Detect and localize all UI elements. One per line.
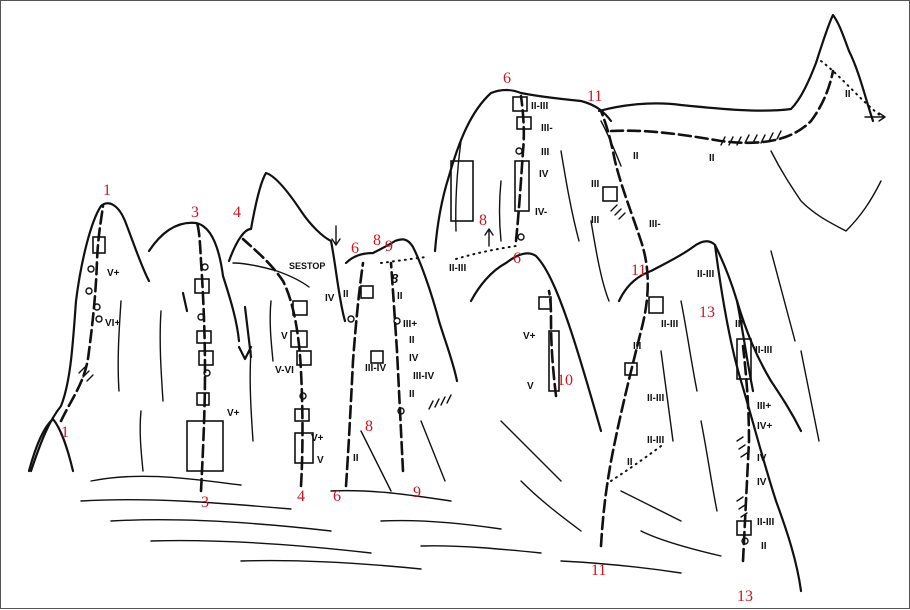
arrow-8-icon	[485, 229, 493, 246]
label-9-bottom: 9	[413, 484, 421, 501]
label-3-bottom: 3	[201, 494, 209, 511]
label-6-ledge: 6	[513, 250, 521, 267]
route-dotted-2	[611, 446, 661, 481]
route-dotted-3	[821, 61, 881, 116]
grade: III+	[403, 319, 417, 330]
ground-line-1	[91, 476, 241, 485]
grade: IV	[409, 353, 419, 364]
label-1-bottom: 1	[61, 424, 69, 441]
arrow-down-small-icon	[183, 293, 187, 311]
route-11-line	[601, 111, 648, 546]
grade: IV-	[535, 207, 547, 218]
grade: II	[627, 457, 633, 468]
label-8-arrow: 8	[479, 212, 487, 229]
grade: II-III	[661, 319, 678, 330]
arrow-right-icon	[865, 113, 885, 121]
ground-line-2	[81, 500, 291, 509]
route-4-line	[243, 239, 303, 486]
grade: II	[761, 541, 767, 552]
grade: II	[633, 151, 639, 162]
label-6-bottom: 6	[333, 488, 341, 505]
pillar-6-outline	[346, 239, 457, 381]
grade: III+	[757, 401, 771, 412]
label-3-top: 3	[191, 204, 199, 221]
label-13-mid: 13	[699, 304, 715, 321]
route-number-labels: 1 1 3 3 4 4 6 6 6 6 8 9 8 8 9 10 11 11 1…	[61, 70, 753, 605]
route-traverse-line	[611, 71, 833, 143]
grade: II	[353, 453, 359, 464]
grade: II-III	[647, 393, 664, 404]
grade: II	[709, 153, 715, 164]
grade: V	[317, 455, 324, 466]
belay-boxes	[93, 97, 751, 535]
grade: II-III	[647, 435, 664, 446]
upper-ridge-outline	[599, 15, 873, 121]
label-6-summit: 6	[503, 70, 511, 87]
label-9-top: 9	[385, 238, 393, 255]
grade: IV	[757, 453, 767, 464]
label-10: 10	[557, 372, 573, 389]
arrow-sestop-icon	[332, 226, 340, 245]
grade: II	[343, 289, 349, 300]
grade: V+	[311, 433, 324, 444]
label-11-bottom: 11	[591, 562, 606, 579]
grade: II	[397, 291, 403, 302]
grade: IV	[325, 293, 335, 304]
grade: III	[541, 147, 550, 158]
annotations: SESTOP 8	[289, 261, 399, 286]
label-13-bottom: 13	[737, 588, 753, 605]
grade: V+	[107, 268, 120, 279]
route-dotted-4	[456, 246, 516, 259]
grade: III	[591, 215, 600, 226]
grade: V+	[227, 408, 240, 419]
black-8-label: 8	[391, 271, 399, 286]
grade: II	[845, 89, 851, 100]
rock-outlines	[29, 15, 881, 591]
grade: III-IV	[365, 363, 386, 374]
route-10-line	[549, 291, 556, 396]
grade: II-III	[697, 269, 714, 280]
grade: V-VI	[275, 365, 294, 376]
grade: II	[409, 335, 415, 346]
arrows	[183, 113, 885, 359]
label-4-top: 4	[233, 204, 241, 221]
pillar-3-outline	[149, 223, 239, 341]
grade: III	[735, 319, 744, 330]
arrow-down-icon	[239, 307, 251, 359]
label-4-bottom: 4	[297, 488, 305, 505]
grade: III	[633, 341, 642, 352]
grade: II-III	[755, 345, 772, 356]
grade: VI+	[105, 318, 120, 329]
label-8-top: 8	[373, 232, 381, 249]
grade: III-	[541, 123, 553, 134]
grade: IV+	[757, 421, 772, 432]
grade: V	[281, 331, 288, 342]
label-8-bottom: 8	[365, 418, 373, 435]
ground-line-4	[151, 541, 371, 553]
ground-line-5	[241, 560, 421, 569]
route-3-line	[197, 223, 205, 491]
grade: II-III	[449, 263, 466, 274]
grade: III-IV	[413, 371, 434, 382]
pillar-10-outline	[471, 253, 601, 431]
label-6-mid: 6	[351, 240, 359, 257]
grade: V	[527, 381, 534, 392]
label-11-top: 11	[587, 88, 602, 105]
pillar-13-outline	[715, 245, 801, 591]
label-1-top: 1	[103, 182, 111, 199]
grade: V+	[523, 331, 536, 342]
grade: II-III	[531, 101, 548, 112]
grade: II-III	[757, 517, 774, 528]
grade: III	[591, 179, 600, 190]
label-11-mid: 11	[631, 262, 646, 279]
sestop-label: SESTOP	[289, 261, 325, 271]
grade: III-	[649, 219, 661, 230]
grade: IV	[757, 477, 767, 488]
ground-line-3	[111, 520, 331, 531]
grade: IV	[539, 169, 549, 180]
grade: II	[409, 389, 415, 400]
